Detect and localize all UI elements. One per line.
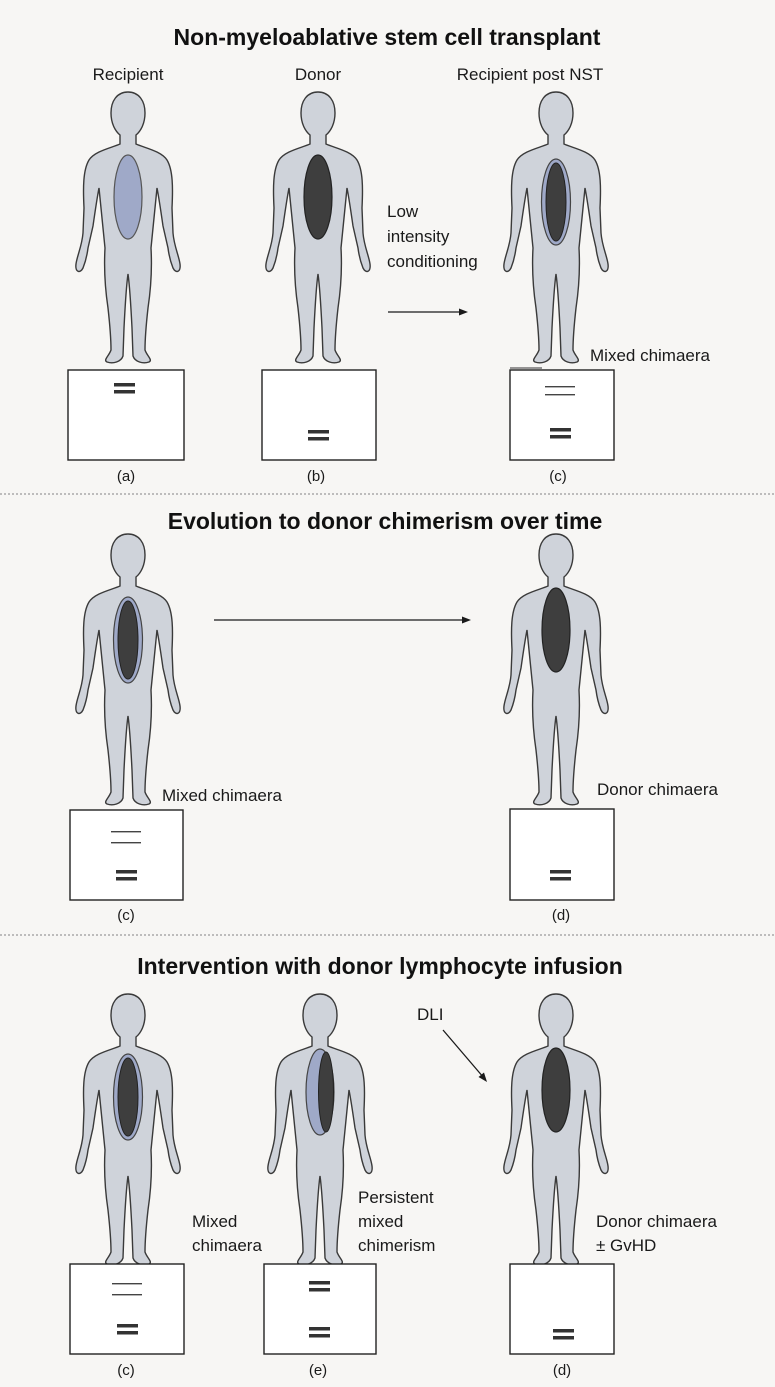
note-mixed-chimaera-top: Mixed chimaera bbox=[590, 346, 711, 365]
gel-band bbox=[545, 394, 575, 395]
dli-label: DLI bbox=[417, 1005, 443, 1024]
gel-band bbox=[553, 1329, 574, 1333]
gel-band bbox=[111, 831, 141, 832]
figure-recipient bbox=[76, 92, 180, 363]
figure-mixed-chimaera-dli bbox=[76, 994, 180, 1265]
mixed-marrow-inner bbox=[118, 1058, 138, 1136]
note-chimerism: chimerism bbox=[358, 1236, 435, 1255]
caption-a: (a) bbox=[117, 468, 135, 485]
panel-1-title: Non-myeloablative stem cell transplant bbox=[174, 24, 601, 50]
conditioning-label-line-2: intensity bbox=[387, 227, 450, 246]
gel-band bbox=[550, 428, 571, 432]
gel-band bbox=[309, 1327, 330, 1331]
figure-donor-chimaera-gvhd bbox=[504, 994, 608, 1265]
evolution-arrow bbox=[214, 617, 471, 624]
caption-b: (b) bbox=[307, 468, 325, 485]
panel-3-title: Intervention with donor lymphocyte infus… bbox=[137, 953, 623, 979]
conditioning-label-line-1: Low bbox=[387, 202, 419, 221]
figure-donor-chimaera bbox=[504, 534, 608, 805]
gel-band bbox=[114, 390, 135, 394]
mixed-marrow-inner bbox=[118, 601, 138, 679]
caption-c: (c) bbox=[117, 1362, 135, 1379]
gel-band bbox=[550, 435, 571, 439]
figure-persistent-mixed bbox=[268, 994, 372, 1265]
figure-recipient-post-nst bbox=[504, 92, 608, 363]
donor-marrow-ellipse bbox=[304, 155, 332, 239]
caption-c: (c) bbox=[549, 468, 567, 485]
caption-e: (e) bbox=[309, 1362, 327, 1379]
header-recipient: Recipient bbox=[93, 65, 164, 84]
gel-band bbox=[112, 1283, 142, 1284]
conditioning-arrow bbox=[388, 309, 468, 316]
note-chimaera: chimaera bbox=[192, 1236, 262, 1255]
gel-band bbox=[309, 1281, 330, 1285]
gel-band bbox=[114, 383, 135, 387]
note-donor-chimaera-dli: Donor chimaera bbox=[596, 1212, 717, 1231]
note-mixed-2: mixed bbox=[358, 1212, 403, 1231]
dli-arrow bbox=[443, 1030, 487, 1082]
header-donor: Donor bbox=[295, 65, 342, 84]
gel-box-c bbox=[510, 370, 614, 460]
mixed-marrow-inner bbox=[546, 163, 566, 241]
gel-box-d bbox=[510, 809, 614, 900]
caption-d: (d) bbox=[553, 1362, 571, 1379]
note-persistent: Persistent bbox=[358, 1188, 434, 1207]
gel-band bbox=[553, 1336, 574, 1340]
gel-box-e bbox=[264, 1264, 376, 1354]
panel-2-title: Evolution to donor chimerism over time bbox=[168, 508, 603, 534]
gel-box-d bbox=[510, 1264, 614, 1354]
header-recipient-post-nst: Recipient post NST bbox=[457, 65, 603, 84]
gel-band bbox=[308, 430, 329, 434]
gel-band bbox=[550, 870, 571, 874]
gel-band bbox=[309, 1334, 330, 1338]
gel-box-c bbox=[70, 1264, 184, 1354]
gel-box-c bbox=[70, 810, 183, 900]
gel-band bbox=[116, 877, 137, 881]
caption-c: (c) bbox=[117, 907, 135, 924]
note-donor-chimaera: Donor chimaera bbox=[597, 780, 718, 799]
recipient-marrow-ellipse bbox=[114, 155, 142, 239]
figure-donor bbox=[266, 92, 370, 363]
gel-box-b bbox=[262, 370, 376, 460]
gel-band bbox=[309, 1288, 330, 1292]
caption-d: (d) bbox=[552, 907, 570, 924]
gel-band bbox=[117, 1324, 138, 1328]
conditioning-label-line-3: conditioning bbox=[387, 252, 478, 271]
gel-band bbox=[117, 1331, 138, 1335]
gel-band bbox=[550, 877, 571, 881]
gel-band bbox=[545, 386, 575, 387]
donor-marrow-ellipse bbox=[542, 1048, 570, 1132]
gel-band bbox=[116, 870, 137, 874]
persistent-marrow-inner bbox=[319, 1052, 334, 1132]
gel-band bbox=[111, 842, 141, 843]
note-mixed: Mixed bbox=[192, 1212, 237, 1231]
note-gvhd: ± GvHD bbox=[596, 1236, 656, 1255]
donor-marrow-ellipse bbox=[542, 588, 570, 672]
gel-band bbox=[112, 1294, 142, 1295]
figure-mixed-chimaera bbox=[76, 534, 180, 805]
note-mixed-chimaera: Mixed chimaera bbox=[162, 786, 283, 805]
gel-band bbox=[308, 437, 329, 441]
